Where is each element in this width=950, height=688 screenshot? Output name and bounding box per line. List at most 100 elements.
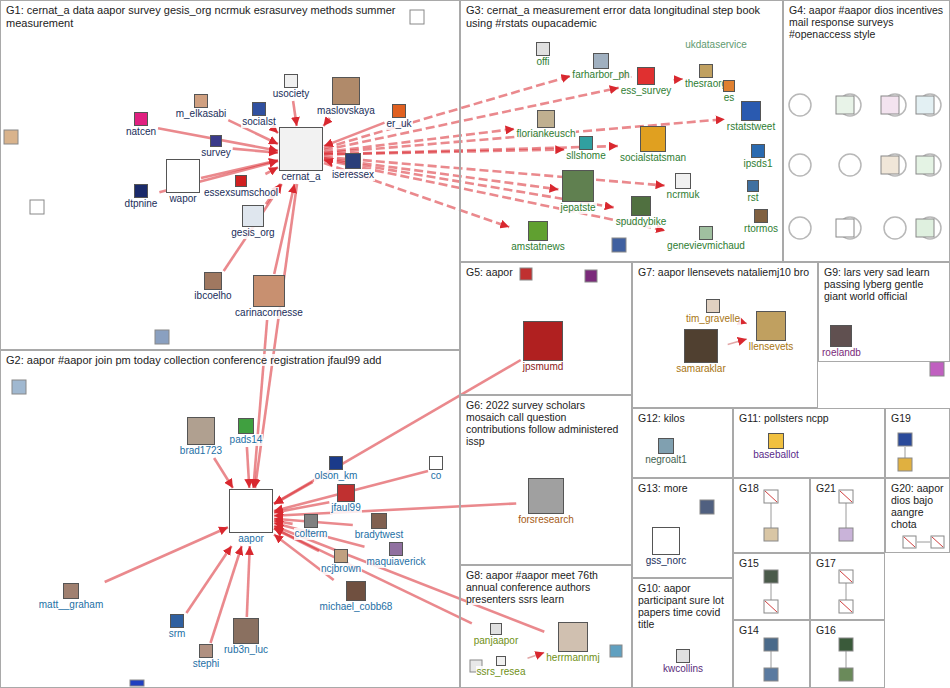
edge-arrow: [528, 653, 545, 659]
avatar-image: [747, 180, 759, 192]
avatar-image: [345, 153, 361, 169]
group-box: G21: [810, 478, 885, 553]
avatar-image: [389, 542, 403, 556]
link-line: [846, 583, 847, 600]
user-label: gss_norc: [645, 555, 688, 567]
group-header-row: G10: aapor participant sure lot papers t…: [633, 579, 732, 630]
user-label: floriankeusch: [516, 128, 577, 140]
avatar-image: [836, 219, 854, 237]
group-header: G8: aapor #aapor meet 76th annual confer…: [466, 569, 598, 605]
avatar-image: [684, 329, 718, 363]
avatar-image: [764, 668, 778, 681]
user-label: spuddybike: [615, 216, 668, 228]
avatar-image: [754, 209, 768, 223]
user-node: spuddybike: [615, 196, 668, 228]
edge-arrow: [742, 322, 747, 324]
user-label: ipsds1: [743, 158, 774, 170]
user-node: socialstatsman: [619, 126, 687, 164]
avatar-image: [658, 438, 674, 454]
stray-avatars: [4, 10, 944, 686]
avatar-image: [916, 96, 934, 114]
group-header: G7: aapor llensevets nataliemj10 bro: [638, 266, 809, 278]
avatar-image: [187, 417, 215, 445]
user-label: socialst: [241, 116, 276, 128]
user-label: genevievmichaud: [666, 240, 746, 252]
avatar-image: [30, 200, 44, 214]
user-node: socialst: [241, 102, 276, 128]
user-label: ukdataservice: [684, 39, 748, 51]
avatar-image: [528, 221, 548, 241]
user-label: wapor: [168, 193, 197, 205]
group-box: G7: aapor llensevets nataliemj10 bro tim_…: [632, 262, 818, 408]
link-line: [905, 447, 906, 458]
group-box: G19: [885, 408, 950, 478]
user-label: michael_cobb68: [319, 601, 394, 613]
user-node: baseballot: [752, 433, 800, 461]
user-label: kwcollins: [662, 663, 704, 675]
user-label: cernat_a: [281, 171, 322, 183]
avatar-image: [631, 196, 651, 216]
group-header: G20: aapor dios bajo aangre chota: [891, 482, 944, 530]
group-header-row: G8: aapor #aapor meet 76th annual confer…: [461, 566, 631, 605]
user-node: rstatstweet: [726, 101, 776, 133]
user-label: dtpnine: [124, 198, 159, 210]
group-header: G4: aapor #aapor dios incentives mail re…: [789, 4, 943, 40]
avatar-image: [520, 268, 532, 280]
user-label: srm: [168, 628, 187, 640]
user-node: survey: [200, 135, 231, 159]
group-header-row: G5: aapor: [461, 263, 631, 278]
user-node: ibcoelho: [193, 272, 232, 302]
edge-arrow: [274, 129, 278, 133]
group-header: G21: [816, 482, 836, 494]
user-node: ipsds1: [743, 144, 774, 170]
edge-arrow: [293, 101, 297, 126]
user-label: gesis_org: [230, 227, 275, 239]
group-box: G18: [733, 478, 810, 553]
avatar-image: [839, 638, 853, 651]
avatar-image: [253, 275, 285, 307]
cross: [840, 571, 852, 582]
user-node: roelandb: [821, 325, 862, 359]
cross: [840, 601, 852, 612]
edge-arrow: [253, 320, 267, 488]
user-label: iseressex: [331, 169, 375, 181]
pair-links: [771, 447, 930, 668]
avatar-image: [523, 321, 563, 361]
user-node: tim_gravelle: [685, 299, 741, 325]
avatar-image: [706, 299, 720, 313]
user-node: ess_survey: [620, 67, 673, 97]
avatar-image: [898, 433, 912, 446]
group-header: G3: cernat_a measurement error data long…: [466, 4, 760, 29]
user-node: rub3n_luc: [223, 618, 269, 656]
edge-arrow: [324, 159, 614, 208]
user-node: wapor: [166, 159, 200, 205]
group-header-row: G6: 2022 survey scholars mosaich call qu…: [461, 396, 631, 447]
user-label: ibcoelho: [193, 290, 232, 302]
group-box: G17: [810, 553, 885, 620]
avatar-image: [675, 173, 691, 189]
user-node: panjaapor: [473, 623, 519, 647]
user-node: co: [429, 456, 443, 482]
avatar-image: [881, 96, 899, 114]
user-node: m_elkasabi: [175, 94, 228, 120]
avatar-image: [764, 490, 778, 503]
group-header-row: G3: cernat_a measurement error data long…: [461, 1, 782, 29]
edge-arrow: [265, 167, 278, 174]
user-label: olson_km: [314, 470, 359, 482]
user-node: colterm: [294, 514, 329, 540]
user-label: m_elkasabi: [175, 108, 228, 120]
user-label: llensevets: [748, 341, 794, 353]
user-label: farharbor_ph: [571, 69, 630, 81]
group-header-row: G18: [734, 479, 809, 494]
user-label: er_uk: [385, 118, 412, 130]
user-label: essexsumschool: [203, 187, 279, 199]
avatar-image: [252, 102, 266, 116]
user-label: jfaul99: [330, 502, 361, 514]
avatar-image: [764, 570, 778, 583]
avatar-image: [637, 67, 655, 85]
avatar-image: [528, 478, 564, 514]
user-label: rst: [746, 192, 759, 204]
edge-arrow: [233, 149, 278, 153]
avatar-image: [764, 528, 778, 541]
